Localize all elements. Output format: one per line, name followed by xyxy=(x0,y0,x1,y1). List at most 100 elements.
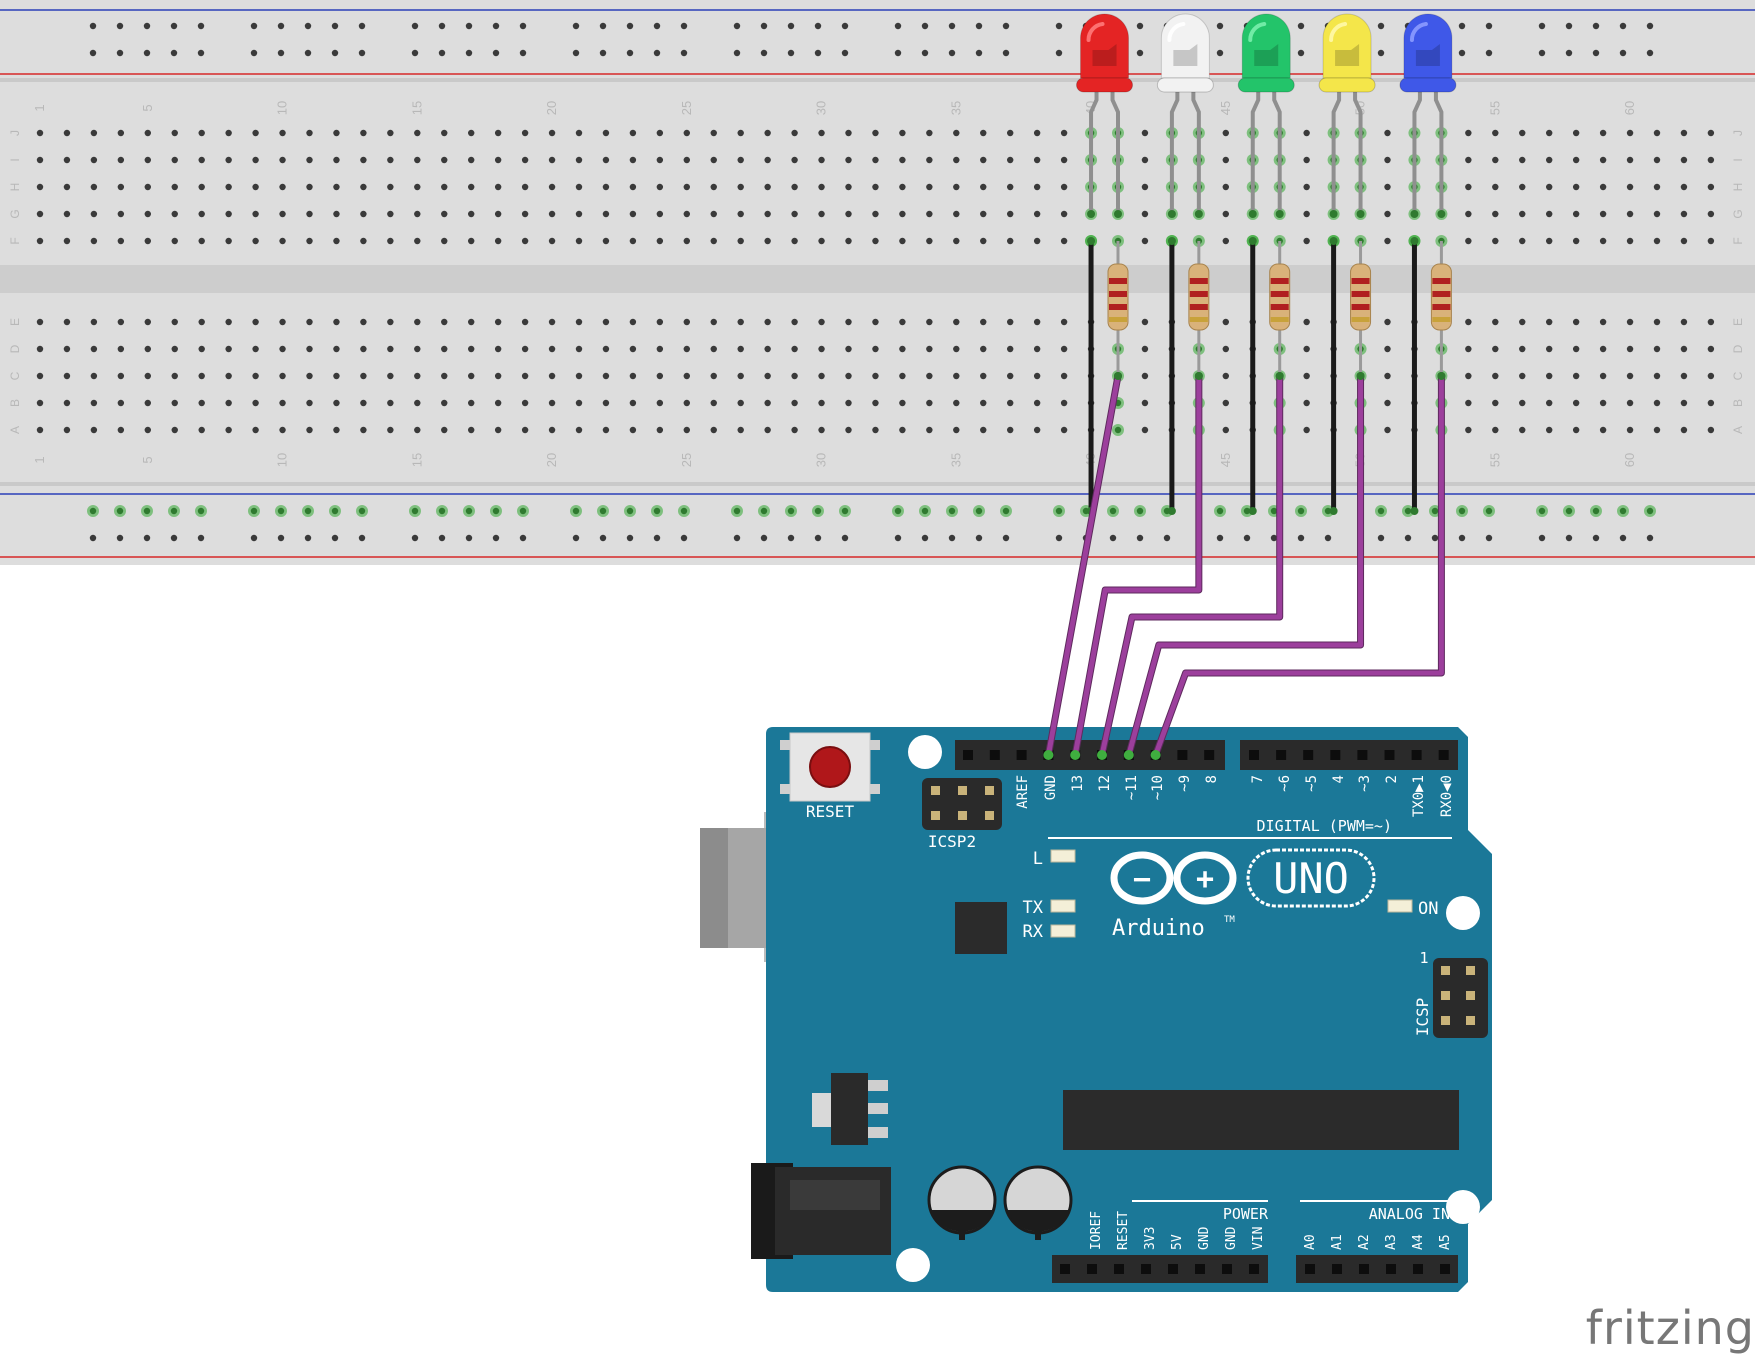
breadboard-hole xyxy=(1519,237,1526,245)
header-pin[interactable] xyxy=(1195,1264,1205,1274)
header-pin[interactable] xyxy=(1330,750,1341,760)
header-pin[interactable] xyxy=(1222,1264,1232,1274)
breadboard-hole xyxy=(926,318,933,326)
breadboard-hole xyxy=(1033,183,1041,191)
breadboard-hole xyxy=(1007,129,1014,137)
rail-hole xyxy=(680,534,688,542)
header-pin[interactable] xyxy=(1438,750,1449,760)
header-pin[interactable] xyxy=(1141,1264,1151,1274)
header-pin[interactable] xyxy=(1411,750,1422,760)
header-pin[interactable] xyxy=(1386,1264,1396,1274)
rail-hole xyxy=(1377,534,1385,542)
breadboard-hole xyxy=(1492,129,1499,137)
digital-pin-label: 12 xyxy=(1097,775,1113,792)
breadboard-hole xyxy=(144,210,151,218)
led-leg-end xyxy=(1356,210,1365,218)
breadboard-hole xyxy=(117,399,125,407)
signal-wire-end xyxy=(1123,750,1134,760)
rail-hole xyxy=(438,49,446,57)
header-pin[interactable] xyxy=(1413,1264,1423,1274)
header-pin[interactable] xyxy=(1087,1264,1097,1274)
breadboard-hole xyxy=(1033,129,1041,137)
header-block xyxy=(1240,740,1458,770)
header-pin[interactable] xyxy=(1305,1264,1315,1274)
reset-button-lead xyxy=(780,740,790,750)
breadboard-hole xyxy=(872,318,879,326)
header-pin[interactable] xyxy=(1384,750,1395,760)
rail-hole xyxy=(626,49,634,57)
column-number: 25 xyxy=(679,453,694,467)
header-pin[interactable] xyxy=(1357,750,1368,760)
resistor-band xyxy=(1189,291,1208,297)
header-pin[interactable] xyxy=(1303,750,1314,760)
header-pin[interactable] xyxy=(1114,1264,1124,1274)
breadboard-hole xyxy=(1222,156,1230,164)
header-pin[interactable] xyxy=(1249,1264,1259,1274)
rail-hole xyxy=(787,22,795,30)
breadboard-hole xyxy=(818,129,825,137)
header-pin[interactable] xyxy=(1060,1264,1070,1274)
signal-wire-core xyxy=(1072,373,1202,758)
header-pin[interactable] xyxy=(989,750,1000,760)
rail-hole xyxy=(1592,534,1600,542)
breadboard-hole xyxy=(602,237,610,245)
rail-hole xyxy=(1592,507,1600,515)
rail-hole xyxy=(841,534,849,542)
reset-button[interactable] xyxy=(809,746,851,788)
column-number: 20 xyxy=(544,453,559,467)
breadboard-hole xyxy=(1519,156,1526,164)
header-pin[interactable] xyxy=(1359,1264,1369,1274)
signal-wire-core xyxy=(1099,373,1283,758)
led-white xyxy=(1156,13,1214,218)
rail-hole xyxy=(1458,534,1466,542)
breadboard-hole xyxy=(1222,372,1230,380)
led-leg xyxy=(1089,85,1099,214)
header-pin[interactable] xyxy=(1168,1264,1178,1274)
header-pin[interactable] xyxy=(1332,1264,1342,1274)
rail-hole xyxy=(760,22,768,30)
header-pin[interactable] xyxy=(1276,750,1287,760)
breadboard-hole xyxy=(818,156,825,164)
breadboard-hole xyxy=(1653,237,1661,245)
breadboard-hole xyxy=(1465,426,1472,434)
header-pin[interactable] xyxy=(1249,750,1259,760)
breadboard-hole xyxy=(521,129,529,137)
ground-wire-end xyxy=(1248,507,1257,515)
resistor-band xyxy=(1432,304,1451,310)
breadboard-hole xyxy=(117,183,125,191)
led-leg-end xyxy=(1194,210,1203,218)
breadboard-hole xyxy=(90,183,98,191)
breadboard-hole xyxy=(494,399,502,407)
rail-hole xyxy=(304,534,312,542)
header-pin[interactable] xyxy=(963,750,973,760)
header-pin[interactable] xyxy=(1204,750,1215,760)
ground-wire-end xyxy=(1329,237,1338,245)
breadboard-hole xyxy=(90,156,98,164)
rail-hole xyxy=(1136,534,1144,542)
breadboard-hole xyxy=(737,426,744,434)
rail-hole xyxy=(1619,507,1627,515)
led-rx-label: RX xyxy=(1023,922,1044,942)
breadboard-hole xyxy=(306,372,313,380)
breadboard-hole xyxy=(521,345,529,353)
breadboard-hole xyxy=(791,345,798,353)
breadboard-hole xyxy=(414,318,421,326)
capacitor-stripe xyxy=(1007,1210,1069,1232)
capacitor-stripe xyxy=(931,1210,993,1232)
breadboard-hole xyxy=(252,372,259,380)
breadboard-hole xyxy=(818,345,825,353)
rail-hole xyxy=(1136,49,1144,57)
row-letter: I xyxy=(8,158,22,161)
breadboard-hole xyxy=(1599,183,1607,191)
header-pin[interactable] xyxy=(1177,750,1188,760)
breadboard-hole xyxy=(1653,318,1661,326)
breadboard-hole xyxy=(1653,372,1661,380)
header-pin[interactable] xyxy=(1440,1264,1450,1274)
breadboard-hole xyxy=(1653,345,1661,353)
header-pin[interactable] xyxy=(1016,750,1027,760)
breadboard-hole xyxy=(1599,345,1607,353)
breadboard-hole xyxy=(494,372,502,380)
mounting-hole xyxy=(896,1248,930,1282)
